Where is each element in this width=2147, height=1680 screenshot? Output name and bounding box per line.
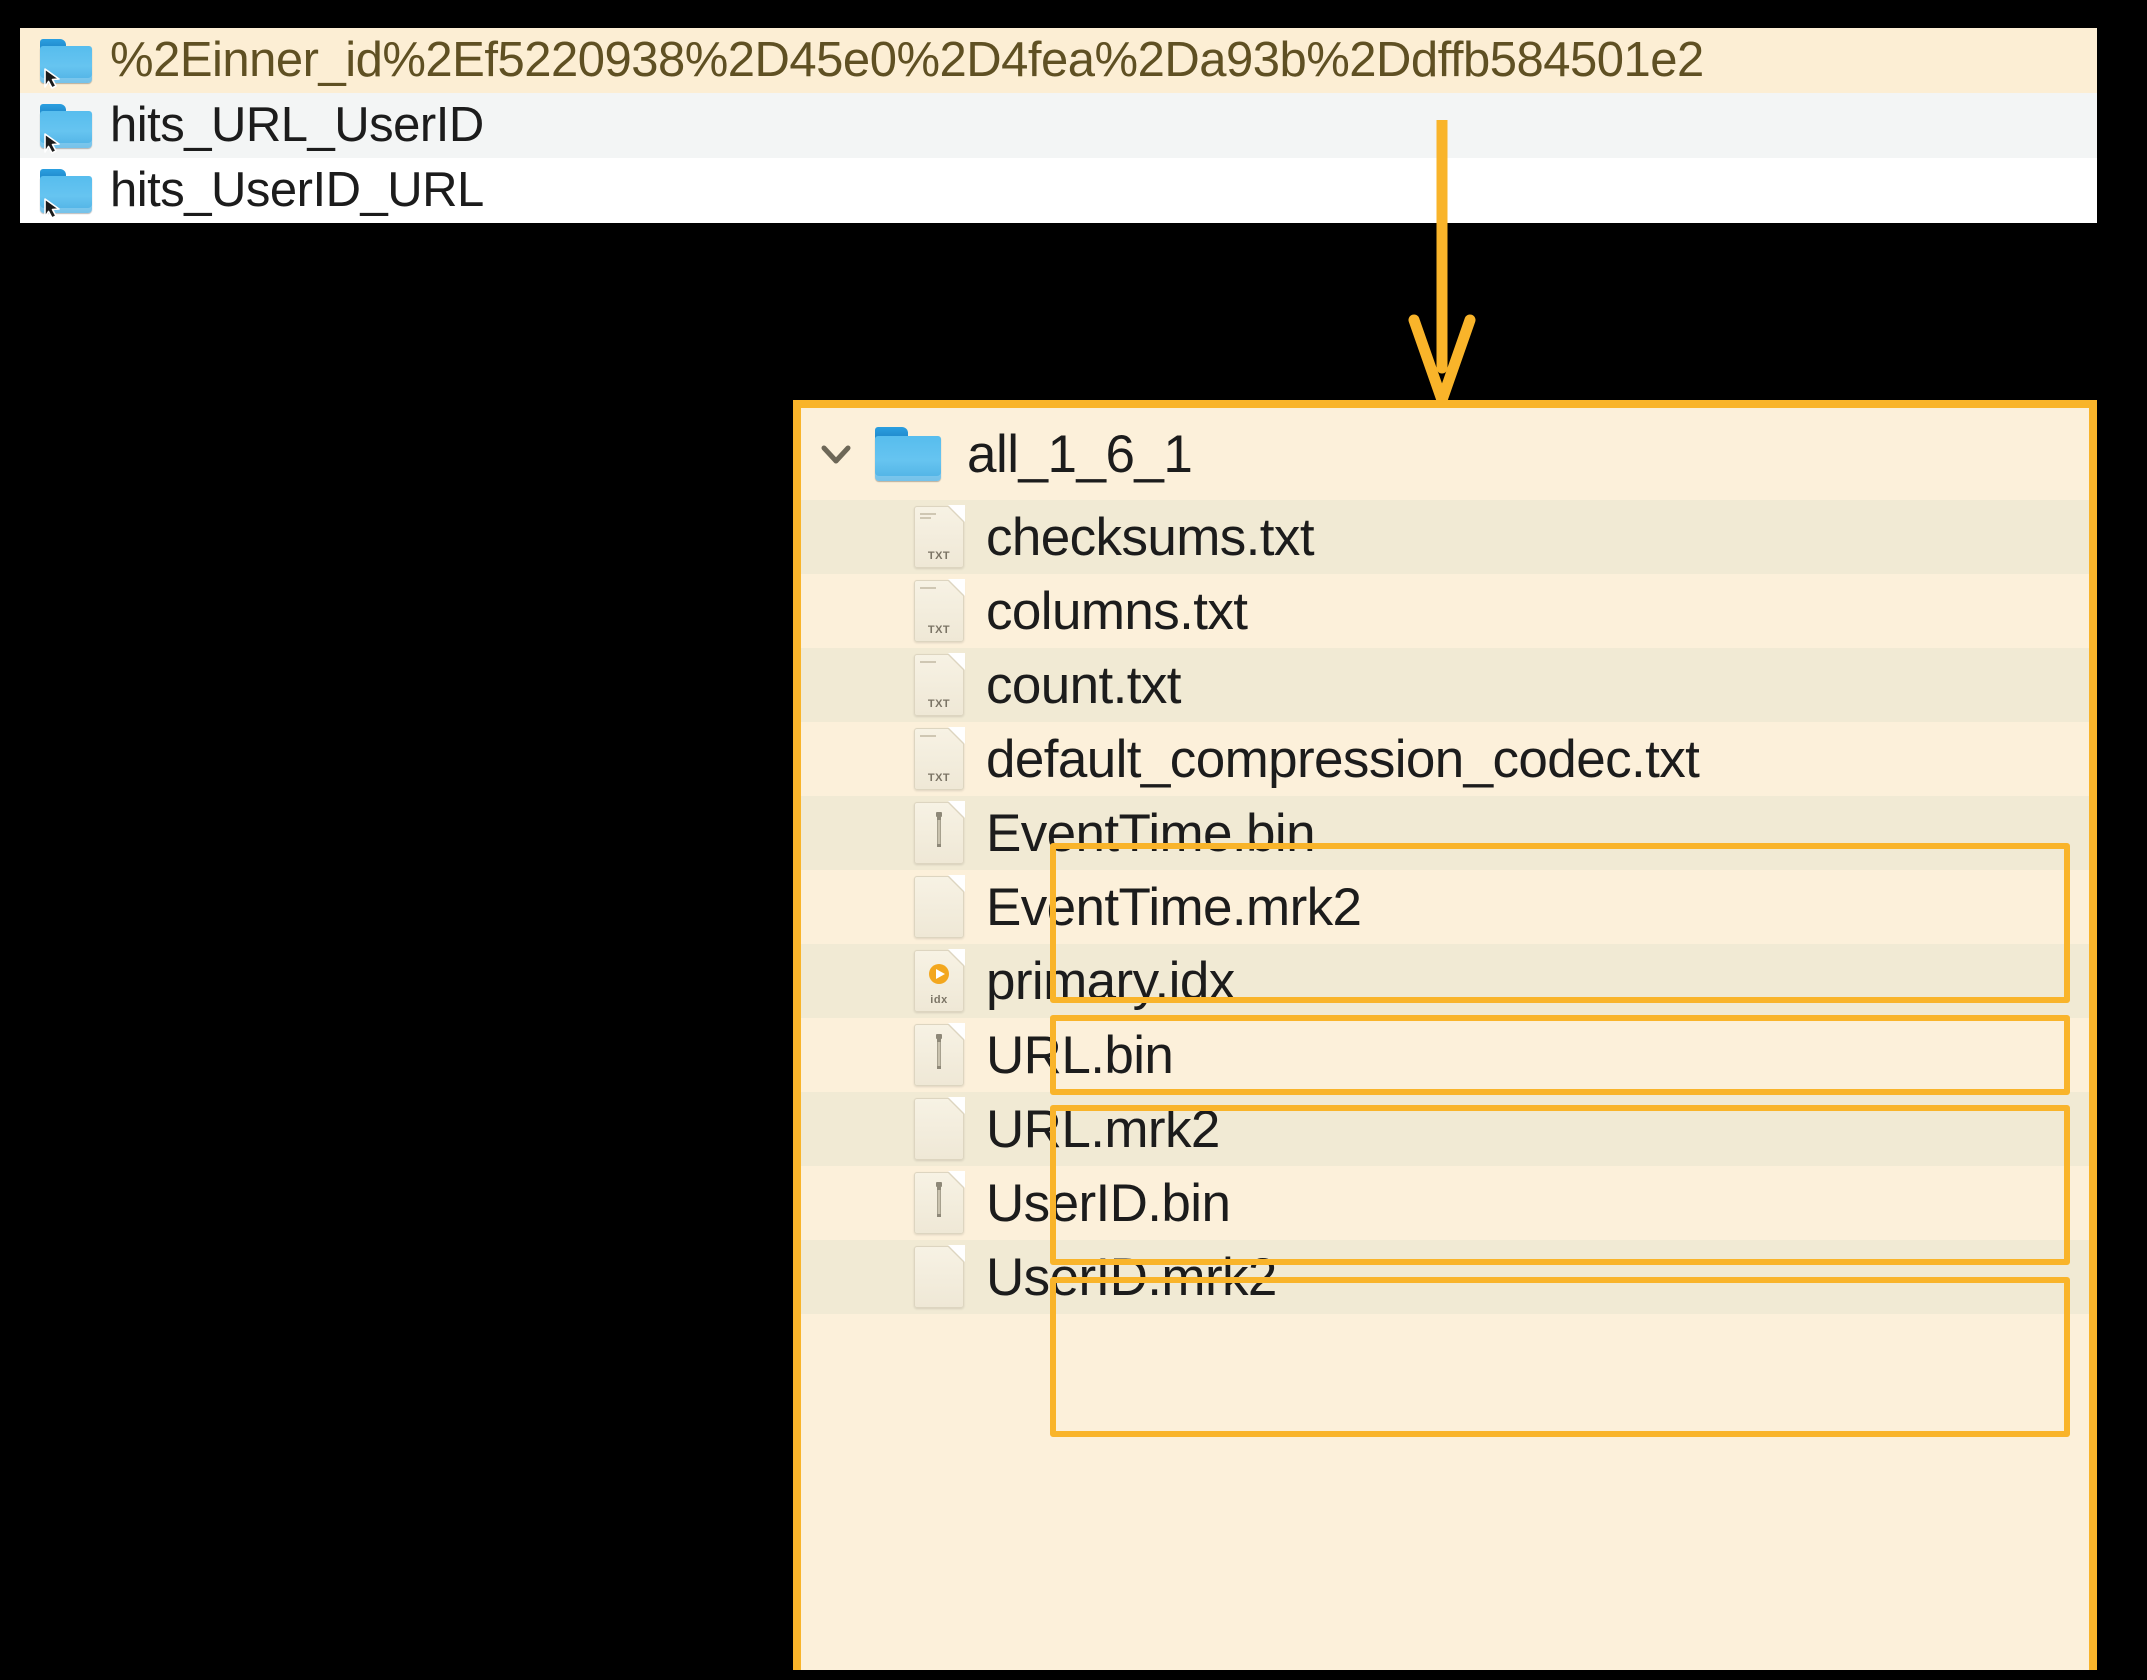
txt-file-icon: TXT: [914, 579, 965, 642]
symlink-arrow-icon: [44, 132, 60, 154]
bin-file-icon: [914, 801, 965, 864]
directory-listing-top: %2Einner_id%2Ef5220938%2D45e0%2D4fea%2Da…: [20, 28, 2097, 223]
file-ext-label: TXT: [927, 550, 951, 562]
file-name: EventTime.mrk2: [986, 877, 1362, 937]
expanded-part-directory-panel: all_1_6_1 TXT checksums.txt TXT columns.…: [793, 400, 2097, 1670]
txt-file-icon: TXT: [914, 653, 965, 716]
folder-symlink-icon: [40, 38, 92, 89]
file-ext-label: TXT: [927, 772, 951, 784]
file-name: count.txt: [986, 655, 1182, 715]
file-name: EventTime.bin: [986, 803, 1316, 863]
symlink-arrow-icon: [44, 67, 60, 89]
file-name: columns.txt: [986, 581, 1248, 641]
folder-symlink-icon: [40, 168, 92, 219]
file-row[interactable]: TXT columns.txt: [801, 574, 2089, 648]
chevron-down-icon[interactable]: [813, 431, 859, 477]
file-row[interactable]: idx primary.idx: [801, 944, 2089, 1018]
file-name: UserID.bin: [986, 1173, 1231, 1233]
file-ext-label: TXT: [927, 698, 951, 710]
folder-symlink-icon: [40, 103, 92, 154]
tree-root-label: all_1_6_1: [967, 424, 1193, 484]
file-row[interactable]: URL.mrk2: [801, 1092, 2089, 1166]
file-name: primary.idx: [986, 951, 1235, 1011]
binary-glyph-icon: [936, 812, 942, 847]
index-marker-icon: [929, 964, 949, 984]
idx-file-icon: idx: [914, 949, 965, 1012]
file-name: URL.bin: [986, 1025, 1174, 1085]
list-item[interactable]: %2Einner_id%2Ef5220938%2D45e0%2D4fea%2Da…: [20, 28, 2097, 93]
file-name: checksums.txt: [986, 507, 1315, 567]
file-ext-label: idx: [930, 994, 948, 1006]
list-item[interactable]: hits_UserID_URL: [20, 158, 2097, 223]
symlink-arrow-icon: [44, 197, 60, 219]
file-name: UserID.mrk2: [986, 1247, 1277, 1307]
file-row[interactable]: UserID.mrk2: [801, 1240, 2089, 1314]
binary-glyph-icon: [936, 1034, 942, 1069]
tree-root-row[interactable]: all_1_6_1: [801, 408, 2089, 500]
list-item-label: hits_URL_UserID: [110, 98, 484, 152]
txt-file-icon: TXT: [914, 505, 965, 568]
file-row[interactable]: TXT default_compression_codec.txt: [801, 722, 2089, 796]
mrk2-file-icon: [914, 875, 965, 938]
file-row[interactable]: URL.bin: [801, 1018, 2089, 1092]
file-name: URL.mrk2: [986, 1099, 1220, 1159]
mrk2-file-icon: [914, 1097, 965, 1160]
file-ext-label: TXT: [927, 624, 951, 636]
list-item-label: hits_UserID_URL: [110, 163, 484, 217]
bin-file-icon: [914, 1171, 965, 1234]
file-row[interactable]: EventTime.mrk2: [801, 870, 2089, 944]
file-name: default_compression_codec.txt: [986, 729, 1700, 789]
file-row[interactable]: EventTime.bin: [801, 796, 2089, 870]
txt-file-icon: TXT: [914, 727, 965, 790]
file-row[interactable]: TXT count.txt: [801, 648, 2089, 722]
mrk2-file-icon: [914, 1245, 965, 1308]
bin-file-icon: [914, 1023, 965, 1086]
folder-icon: [875, 427, 941, 481]
file-row[interactable]: TXT checksums.txt: [801, 500, 2089, 574]
list-item-label: %2Einner_id%2Ef5220938%2D45e0%2D4fea%2Da…: [110, 33, 1704, 87]
binary-glyph-icon: [936, 1182, 942, 1217]
list-item[interactable]: hits_URL_UserID: [20, 93, 2097, 158]
file-row[interactable]: UserID.bin: [801, 1166, 2089, 1240]
